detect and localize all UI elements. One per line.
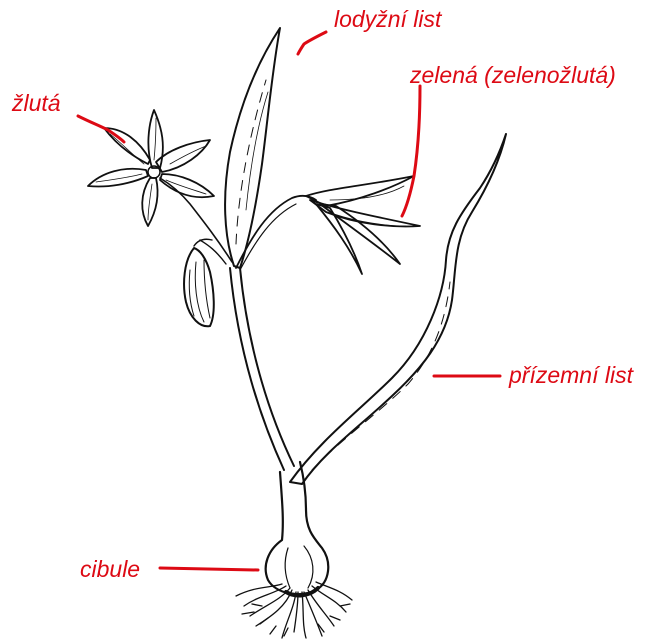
leader-yellow [78, 116, 124, 142]
closed-flower [306, 176, 420, 274]
bulb [266, 462, 329, 594]
basal-leaf [290, 134, 506, 484]
leader-bulb [160, 568, 258, 570]
annotation-lines [78, 32, 500, 570]
label-bulb: cibule [80, 558, 140, 581]
leader-stem-leaf [298, 32, 326, 54]
pedicel-right [236, 196, 316, 268]
roots [236, 582, 352, 638]
label-basal-leaf: přízemní list [509, 364, 633, 387]
label-yellow: žlutá [12, 92, 61, 115]
label-green: zelená (zelenožlutá) [410, 64, 616, 87]
hanging-bud [184, 248, 214, 326]
open-flower [88, 110, 214, 226]
leader-green [402, 86, 420, 216]
stem-leaf [225, 28, 280, 268]
label-stem-leaf: lodyžní list [334, 8, 441, 31]
